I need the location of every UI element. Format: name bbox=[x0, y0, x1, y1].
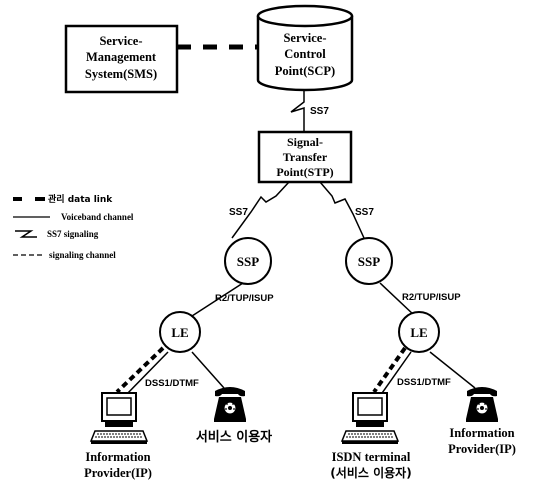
ip-left-label-line2: Provider(IP) bbox=[84, 466, 152, 480]
legend-signaling-label: signaling channel bbox=[49, 250, 116, 260]
telephone-left-icon bbox=[213, 386, 247, 423]
le-right-computer-signaling bbox=[372, 346, 407, 394]
scp-stp-link-label: SS7 bbox=[310, 106, 329, 117]
sms-label-line2: Management bbox=[86, 50, 157, 64]
ip-left-label-line1: Information bbox=[85, 450, 150, 464]
telephone-right-icon bbox=[465, 386, 499, 423]
ssp-left-label: SSP bbox=[237, 254, 259, 269]
le-right-node: LE bbox=[398, 311, 440, 353]
legend-data-link: 관리 data link bbox=[13, 193, 113, 205]
le-term-left-link-label: DSS1/DTMF bbox=[145, 378, 199, 389]
scp-label-line3: Point(SCP) bbox=[275, 64, 335, 78]
legend-signaling: signaling channel bbox=[13, 250, 116, 260]
stp-label-line3: Point(STP) bbox=[276, 165, 333, 179]
legend-ss7: SS7 signaling bbox=[15, 229, 99, 239]
scp-node: Service- Control Point(SCP) bbox=[256, 4, 354, 92]
isdn-label-line1: ISDN terminal bbox=[332, 450, 411, 464]
ssp-right-label: SSP bbox=[358, 254, 380, 269]
legend-ss7-label: SS7 signaling bbox=[47, 229, 99, 239]
ip-right-label-line2: Provider(IP) bbox=[448, 442, 516, 456]
ip-right-label-line1: Information bbox=[449, 426, 514, 440]
legend-voiceband: Voiceband channel bbox=[13, 212, 134, 222]
user-left-label: 서비스 이용자 bbox=[196, 429, 272, 445]
sms-node: Service- Management System(SMS) bbox=[64, 24, 179, 94]
le-right-computer-voice bbox=[379, 351, 412, 397]
stp-node: Signal- Transfer Point(STP) bbox=[257, 130, 353, 184]
computer-right-icon bbox=[341, 392, 399, 445]
le-right-phone-voice bbox=[429, 351, 476, 389]
sms-label-line3: System(SMS) bbox=[85, 67, 157, 81]
le-left-computer-signaling bbox=[115, 346, 165, 394]
scp-label-line2: Control bbox=[284, 47, 326, 61]
stp-label-line1: Signal- bbox=[287, 135, 323, 149]
stp-ssp-left-link-label: SS7 bbox=[229, 207, 248, 218]
legend-voiceband-label: Voiceband channel bbox=[61, 212, 134, 222]
ssp-le-left-voice bbox=[191, 282, 244, 317]
scp-stp-ss7-link bbox=[290, 90, 305, 132]
le-left-node: LE bbox=[159, 311, 201, 353]
sms-label-line1: Service- bbox=[99, 34, 142, 48]
computer-left-icon bbox=[90, 392, 148, 445]
isdn-label-line2: (서비스 이용자) bbox=[330, 465, 411, 480]
legend-data-link-label: 관리 data link bbox=[48, 193, 113, 205]
stp-label-line2: Transfer bbox=[283, 150, 328, 164]
ssp-le-left-link-label: R2/TUP/ISUP bbox=[215, 293, 274, 304]
stp-ssp-right-ss7-link bbox=[319, 181, 365, 239]
le-left-computer-voice bbox=[124, 351, 169, 397]
le-right-label: LE bbox=[410, 325, 427, 340]
le-left-phone-voice bbox=[191, 351, 225, 389]
ssp-left-node: SSP bbox=[224, 237, 272, 285]
stp-ssp-right-link-label: SS7 bbox=[355, 207, 374, 218]
ssp-le-right-voice bbox=[379, 282, 416, 317]
legend: 관리 data link Voiceband channel SS7 signa… bbox=[13, 193, 134, 260]
stp-ssp-left-ss7-link bbox=[231, 181, 290, 239]
ssp-right-node: SSP bbox=[345, 237, 393, 285]
le-left-label: LE bbox=[171, 325, 188, 340]
le-term-right-link-label: DSS1/DTMF bbox=[397, 377, 451, 388]
scp-label-line1: Service- bbox=[283, 31, 326, 45]
ssp-le-right-link-label: R2/TUP/ISUP bbox=[402, 292, 461, 303]
